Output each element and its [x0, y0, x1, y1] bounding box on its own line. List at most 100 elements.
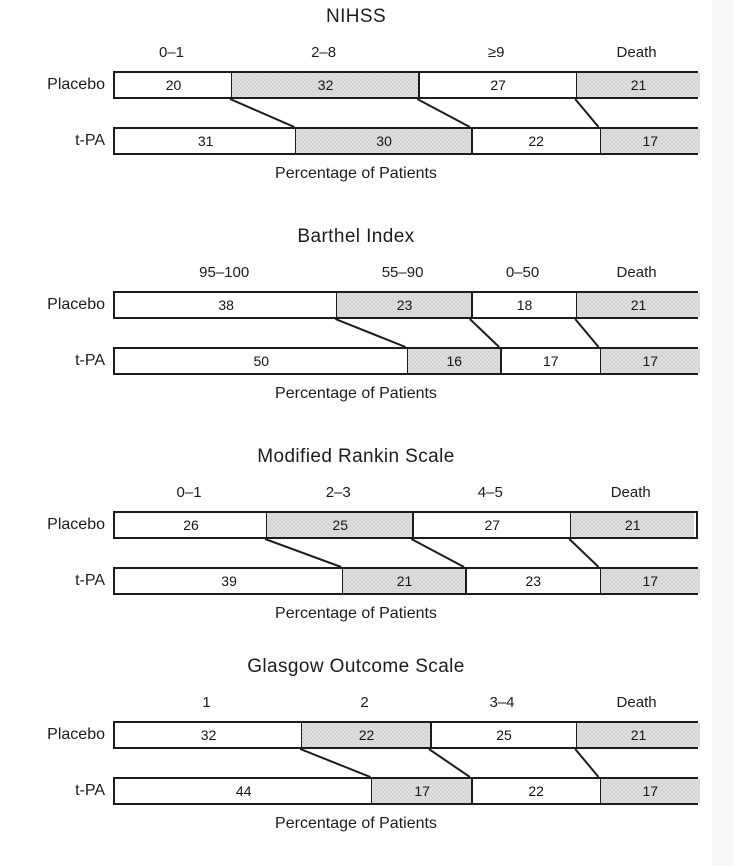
segment-divider	[412, 513, 415, 537]
stacked-bar-placebo: 32 22 25 21	[113, 721, 700, 749]
bar-segment: 32	[232, 73, 420, 97]
row-label-placebo: Placebo	[47, 296, 105, 313]
bar-segment: 30	[296, 129, 472, 153]
axis-caption: Percentage of Patients	[275, 165, 437, 182]
bar-segment: 23	[525, 573, 542, 589]
bar-segment: 17	[600, 129, 700, 153]
bar-segment: 25	[496, 727, 512, 743]
connector-line	[428, 749, 471, 777]
connector-line	[568, 539, 600, 567]
stacked-bar-placebo: 20 32 27 21	[113, 71, 700, 99]
category-header: 0–1	[158, 44, 185, 61]
category-header: 2–8	[311, 44, 337, 61]
bar-segment: 25	[267, 513, 414, 537]
segment-divider	[500, 349, 503, 373]
bar-segment: 20	[165, 77, 182, 93]
category-header: 1	[202, 694, 211, 711]
category-header: Death	[616, 694, 657, 711]
row-label-placebo: Placebo	[47, 516, 105, 533]
stacked-bar-t-pa: 44 17 22 17	[113, 777, 700, 805]
panel-title: Glasgow Outcome Scale	[247, 656, 465, 677]
segment-divider	[470, 779, 473, 803]
connector-line	[264, 539, 342, 567]
row-label-t-pa: t-PA	[75, 782, 105, 799]
category-header: ≥9	[487, 44, 505, 61]
connector-line	[574, 319, 600, 347]
category-header: 95–100	[199, 264, 250, 281]
axis-caption: Percentage of Patients	[275, 385, 437, 402]
stacked-bar-t-pa: 31 30 22 17	[113, 127, 700, 155]
row-label-placebo: Placebo	[47, 726, 105, 743]
bar-segment: 17	[600, 569, 700, 593]
connector-line	[574, 99, 600, 127]
panel-title: Barthel Index	[297, 226, 415, 247]
bar-segment: 21	[577, 723, 700, 747]
bar-segment: 21	[577, 293, 700, 317]
segment-divider	[418, 73, 421, 97]
bar-segment: 21	[577, 73, 700, 97]
bar-segment: 31	[197, 133, 214, 149]
connector-line	[574, 749, 600, 777]
bar-segment: 17	[543, 353, 559, 369]
category-header: 2–3	[325, 484, 351, 501]
category-header: 3–4	[489, 694, 515, 711]
category-header: Death	[616, 264, 657, 281]
connector-line	[299, 749, 371, 777]
category-header: Death	[610, 484, 651, 501]
axis-caption: Percentage of Patients	[275, 815, 437, 832]
category-header: 4–5	[477, 484, 503, 501]
connector-line	[469, 319, 500, 347]
segment-divider	[465, 569, 467, 593]
category-header: Death	[616, 44, 657, 61]
category-header-row: 1 2 3–4 Death	[0, 694, 712, 714]
bar-segment: 27	[484, 517, 501, 533]
bar-segment: 21	[343, 569, 466, 593]
connector-line	[416, 99, 471, 127]
stacked-bar-t-pa: 39 21 23 17	[113, 567, 700, 595]
panel-title: Modified Rankin Scale	[257, 446, 455, 467]
stacked-bar-placebo: 38 23 18 21	[113, 291, 700, 319]
boundary-connector-lines	[229, 99, 600, 127]
category-header: 2	[360, 694, 369, 711]
bar-segment: 50	[253, 353, 270, 369]
bar-segment: 38	[218, 297, 234, 313]
category-header-row: 0–1 2–8 ≥9 Death	[0, 44, 712, 64]
bar-segment: 22	[528, 133, 544, 149]
bar-segment: 26	[183, 517, 199, 533]
bar-segment: 17	[372, 779, 472, 803]
row-label-t-pa: t-PA	[75, 572, 105, 589]
connector-line	[334, 319, 406, 347]
bar-segment: 22	[302, 723, 431, 747]
connector-line	[229, 99, 295, 127]
category-header: 55–90	[381, 264, 424, 281]
category-header: 0–1	[176, 484, 202, 501]
row-label-placebo: Placebo	[47, 76, 105, 93]
segment-divider	[470, 293, 473, 317]
bar-segment: 16	[407, 349, 502, 373]
panel-title: NIHSS	[325, 6, 387, 27]
bar-segment: 39	[221, 573, 237, 589]
bar-segment: 32	[200, 727, 217, 743]
bar-segment: 17	[600, 779, 700, 803]
axis-caption: Percentage of Patients	[275, 605, 437, 622]
bar-segment: 44	[235, 783, 252, 799]
boundary-connector-lines	[334, 319, 600, 347]
boundary-connector-lines	[264, 539, 600, 567]
connector-line	[410, 539, 465, 567]
category-header-row: 95–100 55–90 0–50 Death	[0, 264, 712, 284]
category-header: 0–50	[505, 264, 540, 281]
row-label-t-pa: t-PA	[75, 132, 105, 149]
bar-segment: 23	[337, 293, 472, 317]
bar-segment: 22	[528, 783, 544, 799]
segment-divider	[429, 723, 432, 747]
segment-divider	[470, 129, 473, 153]
bar-segment: 18	[516, 297, 533, 313]
bar-segment: 27	[490, 77, 506, 93]
category-header-row: 0–1 2–3 4–5 Death	[0, 484, 712, 504]
row-label-t-pa: t-PA	[75, 352, 105, 369]
